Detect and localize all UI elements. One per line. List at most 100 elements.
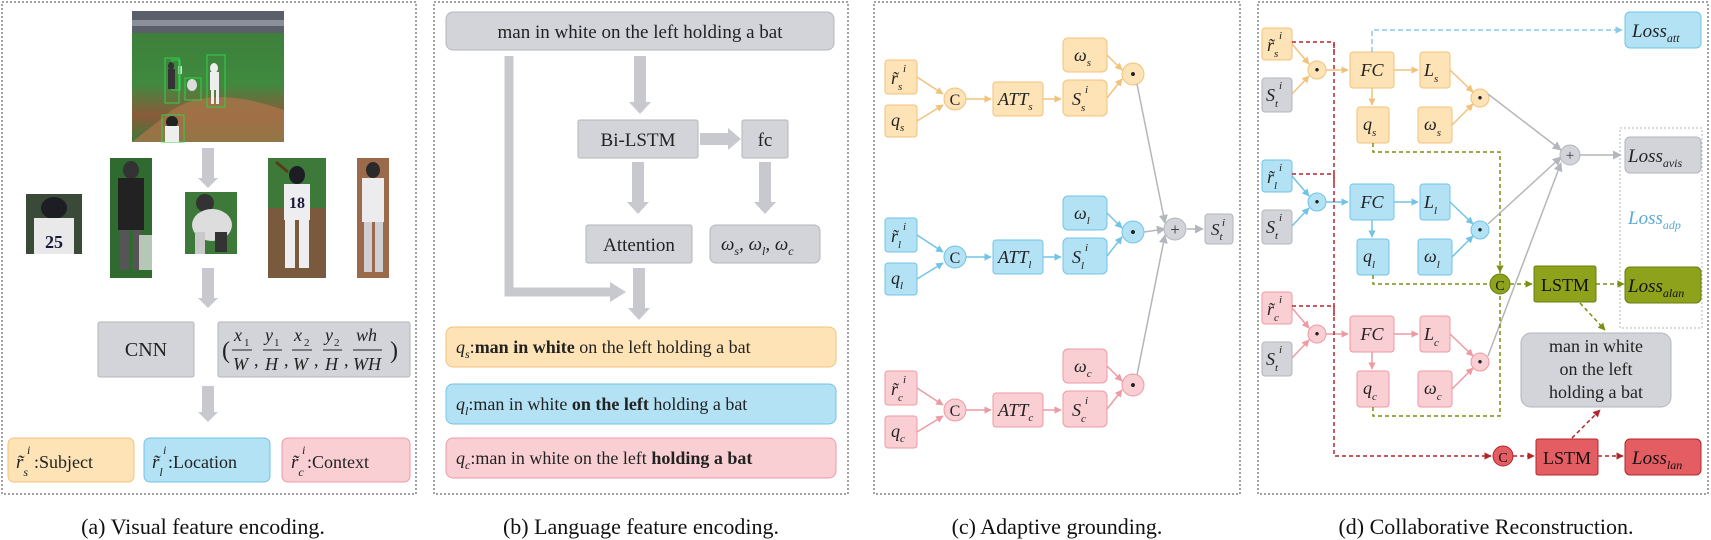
grounding-score-s: [1261, 77, 1293, 113]
product-node-d2-s: [1470, 88, 1490, 108]
svg-text:(: (: [222, 338, 230, 364]
svg-text:W: W: [293, 354, 310, 374]
svg-text:•: •: [1314, 63, 1319, 79]
svg-text:FC: FC: [1359, 60, 1384, 80]
svg-text:,: ,: [314, 350, 319, 370]
output-score: St: [1211, 220, 1224, 243]
svg-text:•: •: [1477, 91, 1482, 107]
svg-text:i: i: [1222, 217, 1225, 229]
legend-subject-label: :Subject: [34, 452, 93, 472]
svg-text:i: i: [302, 443, 305, 457]
reconstructed-query-box: [1520, 332, 1672, 408]
legend-location: r̃l i :Location: [143, 437, 271, 483]
svg-text:qc: qc: [1363, 378, 1377, 403]
svg-text:Ll: Ll: [1423, 192, 1437, 217]
svg-text:man in white: man in white: [1549, 336, 1643, 356]
crop-player-25: 25: [26, 194, 82, 254]
svg-text:y: y: [263, 325, 273, 345]
svg-text:ωs: ωs: [1424, 114, 1441, 139]
crop-number-25: 25: [45, 232, 63, 252]
svg-text:): ): [390, 338, 398, 364]
svg-text:qs: qs: [1363, 114, 1376, 139]
svg-text:i: i: [27, 443, 30, 457]
location-feature-formula: ( x 1 W , y 1 H , x 2 W , y 2 H , wh WH …: [222, 325, 398, 374]
lstm-red-label: LSTM: [1543, 448, 1591, 468]
grounding-score-l: [1261, 209, 1293, 245]
caption-d: (d) Collaborative Reconstruction.: [1338, 514, 1633, 539]
loss-group-border: [1619, 127, 1703, 329]
svg-text:W: W: [233, 354, 250, 374]
svg-text:ωc: ωc: [1074, 356, 1092, 380]
loss-avis-box: [1624, 136, 1702, 174]
svg-text:i: i: [1279, 162, 1282, 174]
svg-text:•: •: [1130, 376, 1136, 395]
svg-text:•: •: [1130, 223, 1136, 242]
svg-text:Sl: Sl: [1072, 247, 1084, 272]
cnn-label: CNN: [125, 339, 167, 361]
svg-text:qs:man in white on the left ho: qs:man in white on the left holding a ba…: [456, 337, 751, 361]
loss-lan: Losslan: [1631, 448, 1682, 472]
svg-text:C: C: [950, 403, 961, 420]
svg-text:ql: ql: [1363, 246, 1375, 271]
svg-text:i: i: [1279, 294, 1282, 306]
weights-text: ωs, ωl, ωc: [721, 234, 794, 258]
product-node-s: [1121, 62, 1145, 86]
svg-text:holding a bat: holding a bat: [1549, 382, 1643, 402]
bilstm-box: [577, 119, 699, 159]
loss-lan-box: [1624, 438, 1702, 476]
svg-text:,: ,: [254, 350, 259, 370]
loss-att-box: [1624, 11, 1702, 49]
svg-text:C: C: [1498, 451, 1507, 466]
svg-text:i: i: [1085, 242, 1088, 254]
svg-text:Sc: Sc: [1072, 400, 1086, 425]
svg-text:ωl: ωl: [1074, 203, 1090, 227]
weights-box: [709, 224, 821, 264]
svg-text:C: C: [950, 92, 961, 109]
product-node-d2-l: [1470, 220, 1490, 240]
fc-box: [741, 119, 789, 159]
panel-language-encoding: man in white on the left holding a bat B…: [433, 1, 849, 539]
crop-number-18: 18: [289, 195, 305, 212]
svg-text:•: •: [1477, 223, 1482, 239]
svg-text:2: 2: [334, 337, 340, 349]
crop-umpire: [110, 158, 152, 278]
svg-text:i: i: [1085, 395, 1088, 407]
svg-text:i: i: [163, 443, 166, 457]
svg-text:i: i: [903, 221, 906, 233]
legend-subject: r̃s i :Subject: [7, 437, 135, 483]
svg-text:1: 1: [274, 337, 280, 349]
svg-text:i: i: [903, 374, 906, 386]
product-node-c: [1121, 373, 1145, 397]
panel-visual-encoding: 25 18: [1, 1, 417, 539]
svg-text:Lc: Lc: [1423, 324, 1439, 349]
phrase-subject: qs:man in white on the left holding a ba…: [445, 326, 837, 368]
svg-text:y: y: [323, 325, 333, 345]
svg-text:C: C: [1495, 279, 1504, 294]
fc-label: fc: [758, 130, 773, 151]
svg-text:•: •: [1314, 327, 1319, 343]
svg-text:FC: FC: [1359, 192, 1384, 212]
svg-text:i: i: [1279, 212, 1282, 224]
svg-text:ωs: ωs: [1074, 45, 1091, 69]
cnn-box: [97, 321, 195, 378]
svg-text:Ls: Ls: [1423, 60, 1438, 85]
svg-text:i: i: [1085, 84, 1088, 96]
svg-text:ATTl: ATTl: [997, 247, 1031, 271]
output-score-box: [1204, 213, 1234, 245]
svg-text:x: x: [293, 325, 302, 345]
crop-batter-18: 18: [268, 158, 326, 278]
svg-text:r̃c: r̃c: [1267, 299, 1279, 324]
svg-text:r̃l: r̃l: [1267, 167, 1277, 192]
svg-text:i: i: [903, 63, 906, 75]
svg-text:+: +: [1566, 148, 1574, 164]
location-feature-box: [217, 321, 411, 378]
svg-text:Ss: Ss: [1072, 89, 1085, 114]
legend-context: r̃c i :Context: [281, 437, 411, 483]
svg-text:•: •: [1314, 195, 1319, 211]
svg-text:qc:man in white on the left ho: qc:man in white on the left holding a ba…: [456, 448, 752, 472]
